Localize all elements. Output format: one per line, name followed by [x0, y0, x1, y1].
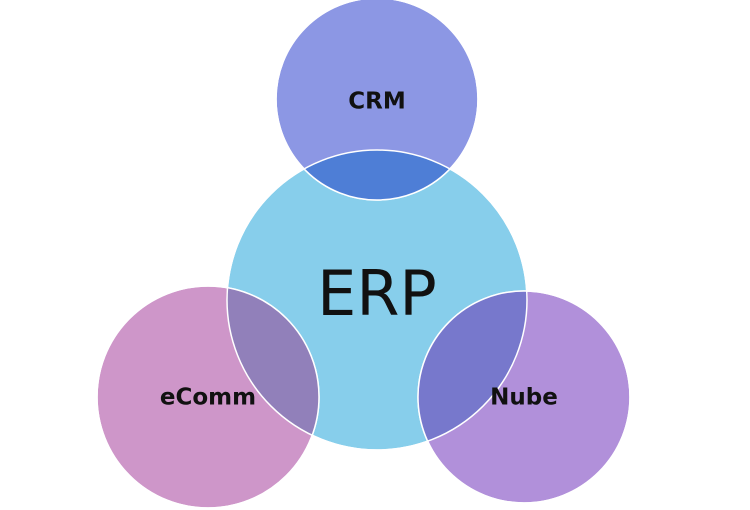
- erp-label: ERP: [317, 257, 437, 330]
- nube-label: Nube: [490, 385, 558, 411]
- crm-label: CRM: [348, 89, 405, 115]
- nube-circle-outline: [417, 290, 631, 504]
- erp-circle-outline: [226, 149, 528, 451]
- crm-circle-outline: [275, 0, 479, 201]
- ecomm-circle-outline: [96, 285, 320, 509]
- ecomm-erp-overlap: [227, 286, 319, 450]
- ecomm-label: eComm: [160, 385, 256, 411]
